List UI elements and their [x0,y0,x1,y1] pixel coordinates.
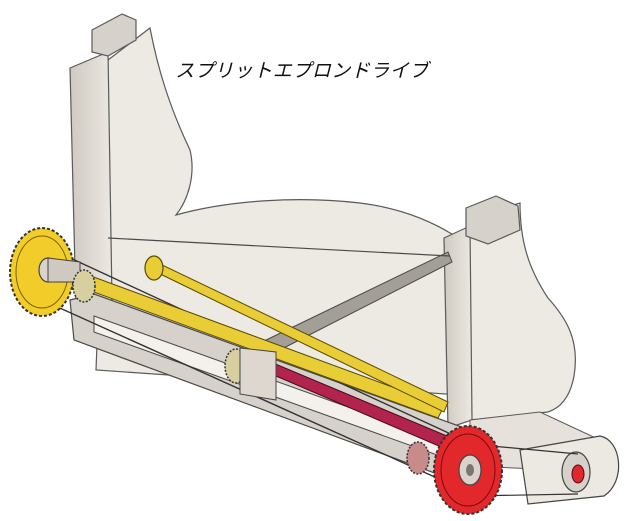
small-sprocket-icon [72,269,96,303]
right-drive-sprocket-icon [433,425,503,515]
right-side-cover [467,202,576,421]
back-brace [107,237,451,257]
small-sprocket-icon [406,441,430,475]
left-post-cap [91,13,137,57]
right-post-cap [465,195,521,245]
diagram-title: スプリットエプロンドライブ [175,60,429,82]
yellow-shaft-collar [144,255,164,281]
middle-bearing-block [239,347,277,401]
motor-pulley-icon [469,435,620,505]
